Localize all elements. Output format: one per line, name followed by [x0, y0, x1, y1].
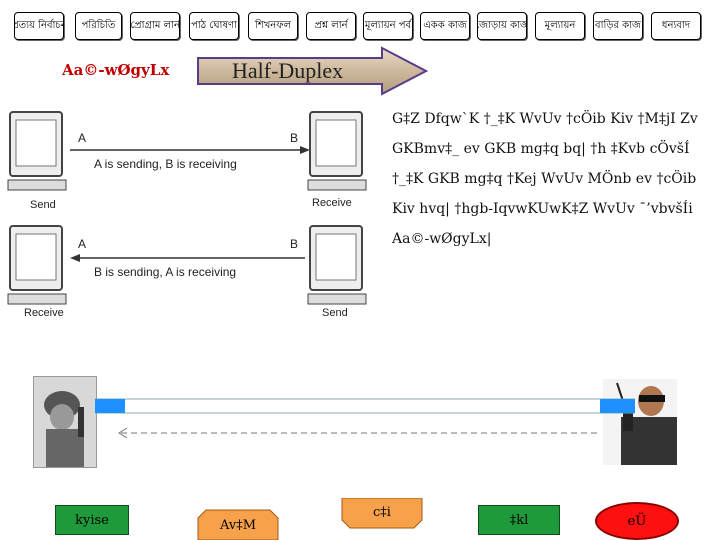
- next-button[interactable]: c‡i: [373, 504, 391, 520]
- end-button[interactable]: ‡kl: [478, 505, 560, 535]
- top-left-label: Send: [30, 199, 56, 211]
- nav-item-9[interactable]: জোড়ায় কাজ: [477, 12, 527, 40]
- bottom-caption: B is sending, A is receiving: [94, 265, 236, 279]
- top-right-label: Receive: [312, 197, 352, 209]
- computer-b-bottom-icon: [307, 225, 367, 305]
- top-label-a: A: [78, 131, 86, 145]
- nav-item-2[interactable]: পরিচিতি: [75, 12, 122, 40]
- previous-button-shape: [197, 509, 279, 540]
- half-duplex-diagram: A B A is sending, B is receiving Send Re…: [7, 111, 367, 319]
- previous-button[interactable]: Av‡M: [219, 517, 257, 533]
- nav-item-6[interactable]: প্রশ্ন লার্ন: [306, 12, 356, 40]
- top-label-b: B: [290, 131, 298, 145]
- bottom-label-b: B: [290, 237, 298, 251]
- home-button[interactable]: kyise: [55, 505, 129, 535]
- nav-item-3[interactable]: প্রোগ্রাম লার্ন: [130, 12, 180, 40]
- bottom-link-arrowhead-icon: [70, 254, 80, 262]
- communication-channel: [95, 398, 635, 439]
- close-button[interactable]: eÜ: [595, 502, 679, 540]
- guard-photo-icon: [603, 379, 677, 465]
- nav-item-11[interactable]: বাড়ির কাজ: [593, 12, 643, 40]
- nav-item-10[interactable]: মূল্যায়ন: [535, 12, 585, 40]
- nav-item-1[interactable]: প্রত্যয় নিৰ্বাচন: [14, 12, 64, 40]
- slide-title-label: Aa©-wØgyLx: [62, 61, 170, 79]
- right-channel-end: [600, 399, 635, 413]
- computer-a-bottom-icon: [7, 225, 67, 305]
- bottom-left-label: Receive: [24, 307, 64, 319]
- top-link-arrowhead-icon: [300, 146, 310, 154]
- nav-item-4[interactable]: পাঠ ঘোষণা: [189, 12, 239, 40]
- computer-b-top-icon: [307, 111, 367, 191]
- nav-item-5[interactable]: শিখনফল: [248, 12, 298, 40]
- top-navigation-bar: প্রত্যয় নিৰ্বাচন পরিচিতি প্রোগ্রাম লার্…: [0, 0, 720, 50]
- arrow-right-icon: [197, 46, 428, 96]
- soldier-photo-icon: [33, 376, 97, 468]
- nav-item-8[interactable]: একক কাজ: [420, 12, 470, 40]
- top-caption: A is sending, B is receiving: [94, 157, 237, 171]
- half-duplex-label: Half-Duplex: [232, 58, 344, 83]
- nav-item-7[interactable]: মূল্যায়ন পর্ব: [363, 12, 413, 40]
- bottom-label-a: A: [78, 237, 86, 251]
- next-button-shape: [341, 498, 423, 529]
- bottom-right-label: Send: [322, 307, 348, 319]
- computer-a-top-icon: [7, 111, 67, 191]
- left-channel-end: [95, 399, 125, 413]
- nav-item-12[interactable]: ধন্যবাদ: [651, 12, 701, 40]
- description-paragraph: G‡Z Dfqw`K †_‡K Wv­Uv †cÖib Kiv †M‡jI Zv…: [392, 111, 698, 247]
